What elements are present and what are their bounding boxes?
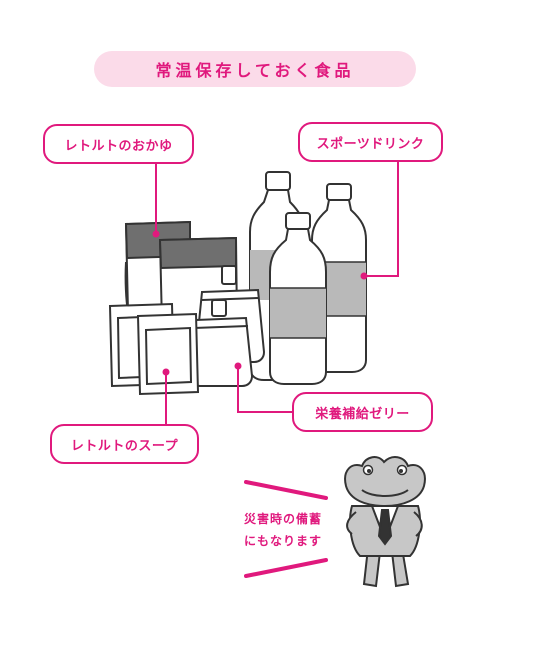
- note-line-1: 災害時の備蓄: [243, 512, 322, 526]
- label-retort-soup: レトルトのスープ: [50, 424, 199, 464]
- bottle-label-band: [270, 288, 326, 338]
- note-line-2: にもなります: [243, 534, 322, 548]
- drink-leader: [364, 162, 399, 277]
- bottle-cap: [285, 212, 311, 230]
- callout-dots: [152, 230, 368, 376]
- tie: [377, 509, 393, 546]
- soup-packet-front: [136, 312, 200, 396]
- callout-lines: [155, 162, 399, 426]
- label-nutrition-jelly: 栄養補給ゼリー: [292, 392, 433, 432]
- disaster-stockpile-note: 災害時の備蓄 にもなります: [228, 508, 338, 552]
- bottle-front: [269, 212, 327, 385]
- frog-mascot: [344, 456, 426, 588]
- bottle-cap: [265, 171, 291, 191]
- label-retort-porridge: レトルトのおかゆ: [43, 124, 194, 164]
- bottle-cap: [326, 183, 352, 201]
- accent-stroke-top: [244, 480, 328, 500]
- label-sports-drink: スポーツドリンク: [298, 122, 443, 162]
- accent-stroke-bottom: [244, 558, 328, 578]
- page-title: 常温保存しておく食品: [94, 51, 416, 87]
- jelly-leader: [237, 366, 294, 413]
